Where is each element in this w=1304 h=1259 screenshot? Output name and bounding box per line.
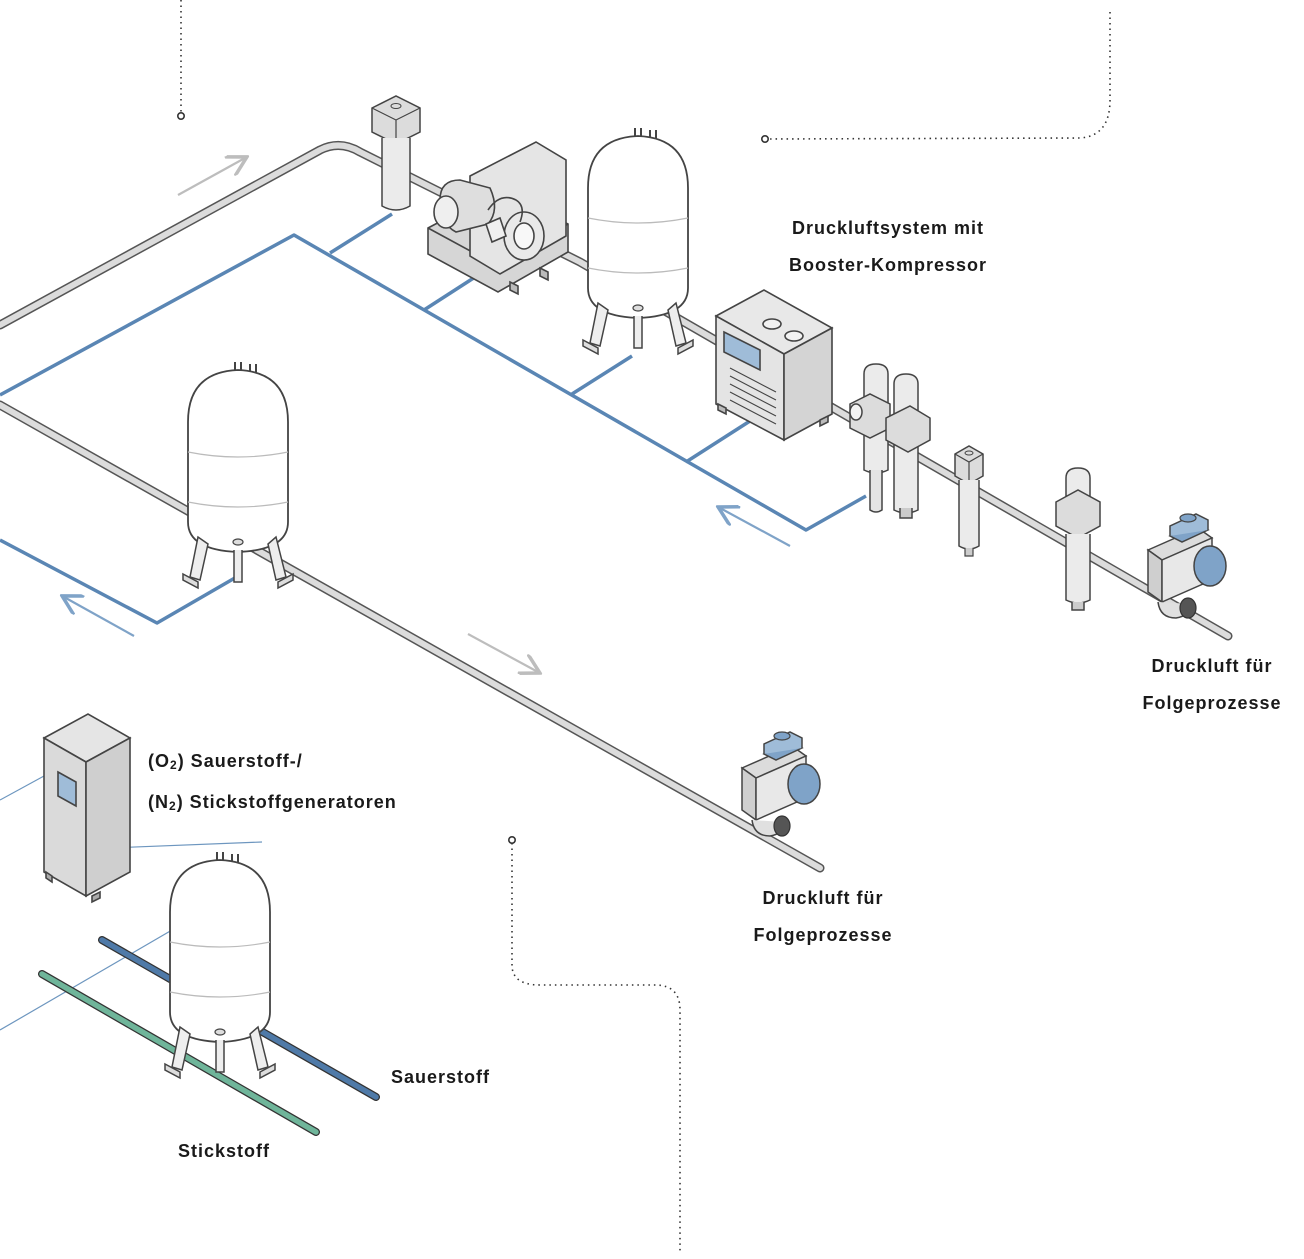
generators-label-line1: (O2) Sauerstoff-/ [148, 751, 303, 772]
generators-label: (O2) Sauerstoff-/ (N2) Stickstoffgenerat… [148, 743, 397, 825]
booster-label-line2: Booster-Kompressor [788, 255, 988, 275]
booster-label-line1: Druckluftsystem mit [791, 218, 985, 238]
consumer-mid-line1: Druckluft für [762, 888, 884, 908]
generator-cabinet-icon [42, 713, 132, 904]
tank-icon [182, 361, 294, 589]
blue-air-return-pipe [0, 212, 867, 625]
dotted-leader-lines [180, 0, 1111, 1254]
tank-icon [164, 851, 276, 1079]
filter-regulator-icon [849, 363, 931, 519]
leader-endpoints [177, 112, 769, 844]
consumer-right-line2: Folgeprozesse [1142, 693, 1282, 713]
compressor-icon [427, 141, 569, 296]
gray-compressed-air-pipe [0, 141, 1233, 873]
filter-icon [954, 445, 984, 557]
consumer-right-line1: Druckluft für [1151, 656, 1273, 676]
booster-compressor-label: Druckluftsystem mit Booster-Kompressor [752, 210, 1024, 284]
flowmeter-icon [1147, 513, 1227, 619]
generators-label-line2: (N2) Stickstoffgeneratoren [148, 792, 397, 813]
consumer-right-label: Druckluft für Folgeprozesse [1126, 648, 1298, 722]
nitrogen-label: Stickstoff [178, 1141, 271, 1161]
filter-icon [1055, 467, 1101, 611]
filter-icon [371, 95, 421, 211]
consumer-mid-line2: Folgeprozesse [753, 925, 893, 945]
consumer-mid-label: Druckluft für Folgeprozesse [737, 880, 909, 954]
flowmeter-icon [741, 731, 821, 837]
dryer-icon [714, 289, 834, 442]
flow-arrow-icon [64, 158, 791, 672]
oxygen-label: Sauerstoff [391, 1067, 491, 1087]
tank-icon [582, 127, 694, 355]
